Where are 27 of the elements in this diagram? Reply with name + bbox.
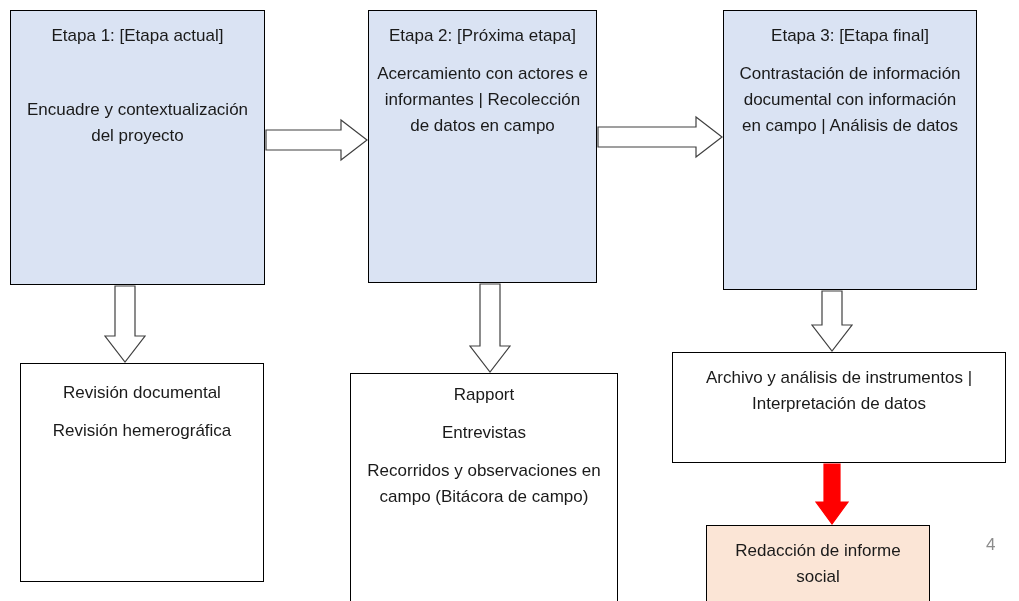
box-text: Etapa 3: [Etapa final]	[771, 25, 929, 47]
box-text: Archivo y análisis de instrumentos | Interpretación de datos	[704, 367, 974, 415]
outline-arrow	[810, 290, 854, 352]
box-text: Recorridos y observaciones en campo (Bitácora de campo)	[366, 460, 602, 508]
box-text: Revisión hemerográfica	[52, 420, 232, 442]
box-text: Acercamiento con actores e informantes | Recolección de datos en campo	[377, 63, 588, 137]
box-text: Redacción de informe social	[734, 540, 902, 588]
box-text: Etapa 2: [Próxima etapa]	[388, 25, 577, 47]
page-number: 4	[986, 534, 996, 556]
box-text: Revisión documental	[63, 382, 221, 404]
box-text: Encuadre y contextualización del proyecto	[25, 99, 250, 147]
process-box	[350, 373, 618, 601]
process-box	[723, 10, 977, 290]
process-box	[672, 352, 1006, 463]
process-box	[368, 10, 597, 283]
process-box	[10, 10, 265, 285]
outline-arrow	[597, 115, 723, 159]
outline-arrow	[468, 283, 512, 373]
outline-arrow	[265, 118, 368, 162]
outline-arrow	[103, 285, 147, 363]
box-text: Contrastación de información documental con información en campo | Análisis de datos	[738, 63, 962, 137]
process-box	[706, 525, 930, 601]
block-arrow	[814, 463, 850, 526]
process-box	[20, 363, 264, 582]
box-text: Etapa 1: [Etapa actual]	[51, 25, 224, 47]
box-text: Entrevistas	[441, 422, 527, 444]
box-text: Rapport	[453, 384, 515, 406]
